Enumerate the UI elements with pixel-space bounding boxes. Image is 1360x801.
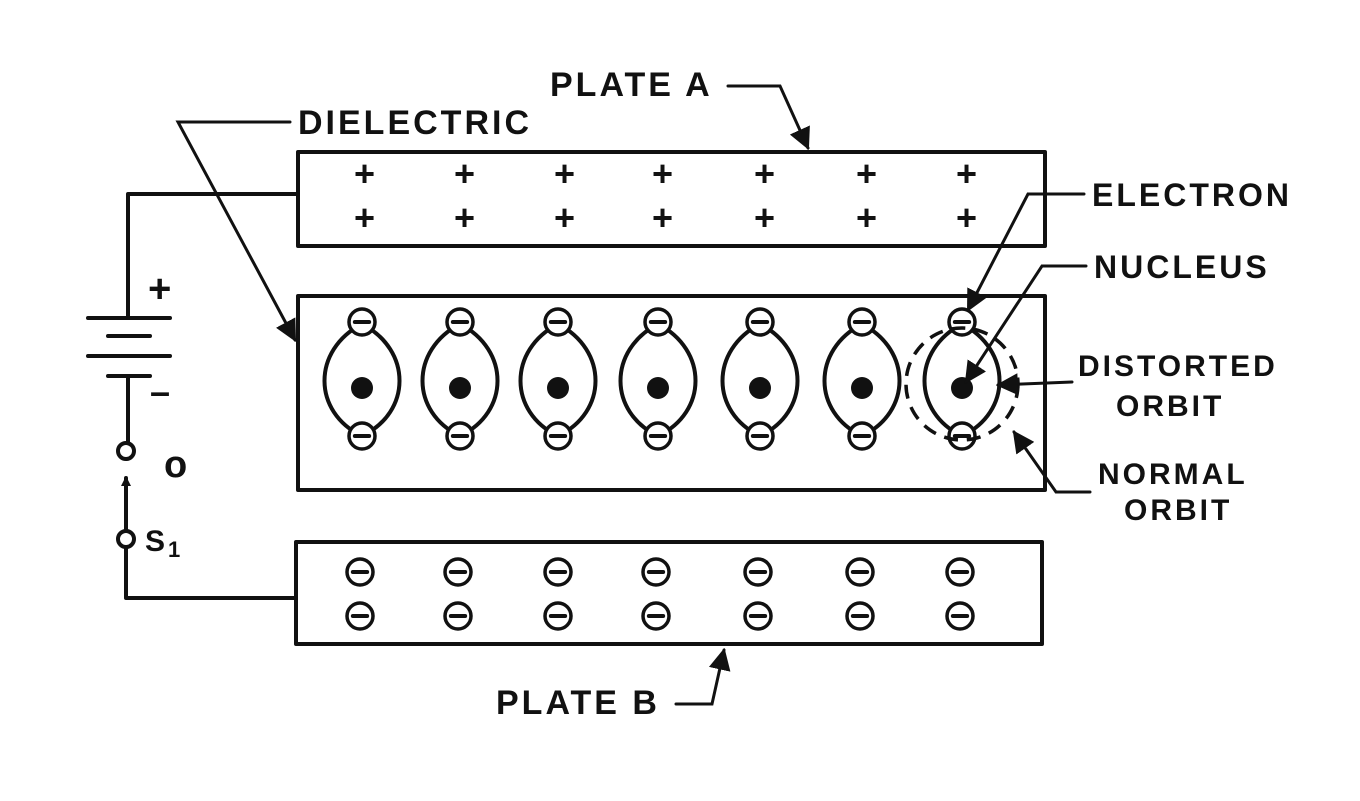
dielectric-atom bbox=[618, 307, 698, 451]
nucleus bbox=[449, 377, 471, 399]
switch-name: S bbox=[145, 525, 168, 558]
dielectric-atom bbox=[822, 307, 902, 451]
plate-b-charge bbox=[845, 557, 875, 587]
plate-b-charge bbox=[543, 601, 573, 631]
dielectric-atoms bbox=[322, 307, 1020, 451]
plate-b-charge bbox=[345, 601, 375, 631]
plate-a-charge: + bbox=[856, 197, 880, 238]
nucleus bbox=[851, 377, 873, 399]
electron bbox=[947, 307, 977, 337]
dielectric-label: DIELECTRIC bbox=[298, 104, 532, 142]
nucleus bbox=[547, 377, 569, 399]
normal-orbit-leader bbox=[1012, 430, 1092, 494]
plate-b-charge bbox=[345, 557, 375, 587]
electron bbox=[543, 421, 573, 451]
nucleus-leader bbox=[964, 264, 1088, 384]
nucleus bbox=[351, 377, 373, 399]
plate-b-charge bbox=[743, 601, 773, 631]
plate-b-charge bbox=[945, 601, 975, 631]
electron bbox=[347, 307, 377, 337]
switch-open-terminal-label: o bbox=[164, 444, 190, 486]
electron bbox=[543, 307, 573, 337]
battery-minus-label: – bbox=[150, 371, 173, 412]
plate-a-charge: + bbox=[354, 153, 378, 194]
plate-b-charge bbox=[443, 601, 473, 631]
plate-b-charge bbox=[543, 557, 573, 587]
plate-b-charge bbox=[443, 557, 473, 587]
plate-b-leader bbox=[674, 647, 731, 706]
plate-a-charge: + bbox=[956, 197, 980, 238]
plate-a-charge: + bbox=[754, 153, 778, 194]
switch-s1-label: S1 bbox=[145, 525, 183, 562]
nucleus bbox=[749, 377, 771, 399]
wire-top bbox=[126, 192, 300, 320]
plate-a-charge: + bbox=[454, 153, 478, 194]
nucleus bbox=[647, 377, 669, 399]
plate-a-charge: + bbox=[554, 153, 578, 194]
plate-a-charges: ++++++++++++++ bbox=[354, 153, 980, 238]
plate-a-charge: + bbox=[554, 197, 578, 238]
plate-b-charge bbox=[945, 557, 975, 587]
nucleus-label: NUCLEUS bbox=[1094, 249, 1270, 285]
plate-a-charge: + bbox=[956, 153, 980, 194]
plate-b-charge bbox=[743, 557, 773, 587]
battery bbox=[86, 316, 172, 378]
dielectric-atom bbox=[904, 307, 1020, 451]
plate-b bbox=[294, 540, 1044, 646]
electron bbox=[643, 307, 673, 337]
electron bbox=[947, 421, 977, 451]
dielectric-atom bbox=[720, 307, 800, 451]
electron-label: ELECTRON bbox=[1092, 177, 1292, 213]
plate-b-label: PLATE B bbox=[496, 684, 660, 722]
dielectric-atom bbox=[518, 307, 598, 451]
plate-b-charge bbox=[641, 601, 671, 631]
plate-a-charge: + bbox=[856, 153, 880, 194]
plate-a-leader bbox=[726, 84, 810, 151]
switch-s1 bbox=[116, 441, 136, 549]
electron bbox=[745, 307, 775, 337]
distorted-orbit-label-line1: DISTORTED bbox=[1078, 350, 1278, 383]
electron-leader bbox=[966, 192, 1086, 312]
dielectric-leader bbox=[175, 120, 297, 342]
plate-a-charge: + bbox=[354, 197, 378, 238]
electron bbox=[445, 421, 475, 451]
plate-a-charge: + bbox=[754, 197, 778, 238]
dielectric-slab bbox=[296, 294, 1047, 492]
distorted-orbit-label-line2: ORBIT bbox=[1116, 390, 1224, 423]
electron bbox=[445, 307, 475, 337]
plate-b-charge bbox=[641, 557, 671, 587]
electron bbox=[745, 421, 775, 451]
plate-b-charges bbox=[345, 557, 975, 631]
normal-orbit-label-line1: NORMAL bbox=[1098, 458, 1248, 491]
normal-orbit-label-line2: ORBIT bbox=[1124, 494, 1232, 527]
switch-subscript: 1 bbox=[168, 537, 183, 562]
battery-plus-label: + bbox=[148, 267, 174, 311]
plate-a bbox=[296, 150, 1047, 248]
electron bbox=[847, 421, 877, 451]
plate-a-charge: + bbox=[454, 197, 478, 238]
dielectric-atom bbox=[420, 307, 500, 451]
electron bbox=[643, 421, 673, 451]
electron bbox=[347, 421, 377, 451]
plate-a-charge: + bbox=[652, 197, 676, 238]
distorted-orbit-leader bbox=[995, 373, 1074, 396]
dielectric-atom bbox=[322, 307, 402, 451]
wire-bottom bbox=[124, 546, 298, 600]
plate-a-charge: + bbox=[652, 153, 676, 194]
plate-a-label: PLATE A bbox=[550, 66, 713, 104]
electron bbox=[847, 307, 877, 337]
plate-b-charge bbox=[845, 601, 875, 631]
nucleus bbox=[951, 377, 973, 399]
